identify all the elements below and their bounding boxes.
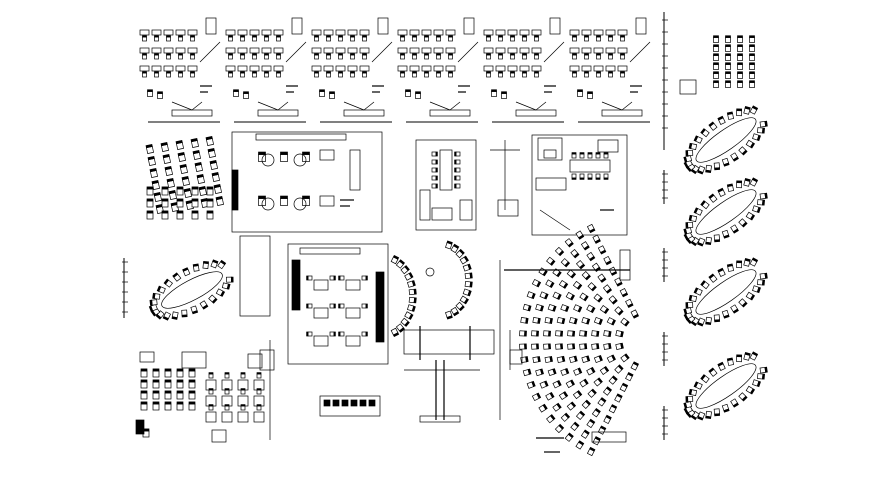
curved-seating-row (425, 240, 473, 320)
classroom-desk-layout (135, 351, 263, 438)
elevation-detail (122, 170, 668, 440)
elevation-detail (403, 326, 627, 453)
lecture-room-plan (139, 17, 221, 123)
horseshoe-conference-seating (683, 351, 768, 421)
office-furniture-layout (415, 139, 520, 231)
lecture-room-plan (569, 17, 651, 123)
tiered-seating-block (145, 135, 224, 220)
fan-auditorium-seating (499, 223, 640, 457)
office-furniture-layout (239, 235, 389, 417)
lecture-room-plan (311, 17, 393, 123)
lecture-room-plan (225, 17, 307, 123)
office-furniture-layout (231, 131, 383, 233)
classroom-desk-layout (205, 340, 275, 443)
horseshoe-conference-seating (683, 177, 768, 247)
lecture-room-plan (397, 17, 479, 123)
horseshoe-conference-seating (683, 257, 768, 327)
curved-seating-row (390, 254, 417, 338)
tiered-seating-block (662, 12, 755, 150)
horseshoe-conference-seating (148, 259, 234, 321)
horseshoe-conference-seating (683, 105, 768, 175)
lecture-room-plan (483, 17, 565, 123)
office-furniture-layout (531, 134, 628, 236)
